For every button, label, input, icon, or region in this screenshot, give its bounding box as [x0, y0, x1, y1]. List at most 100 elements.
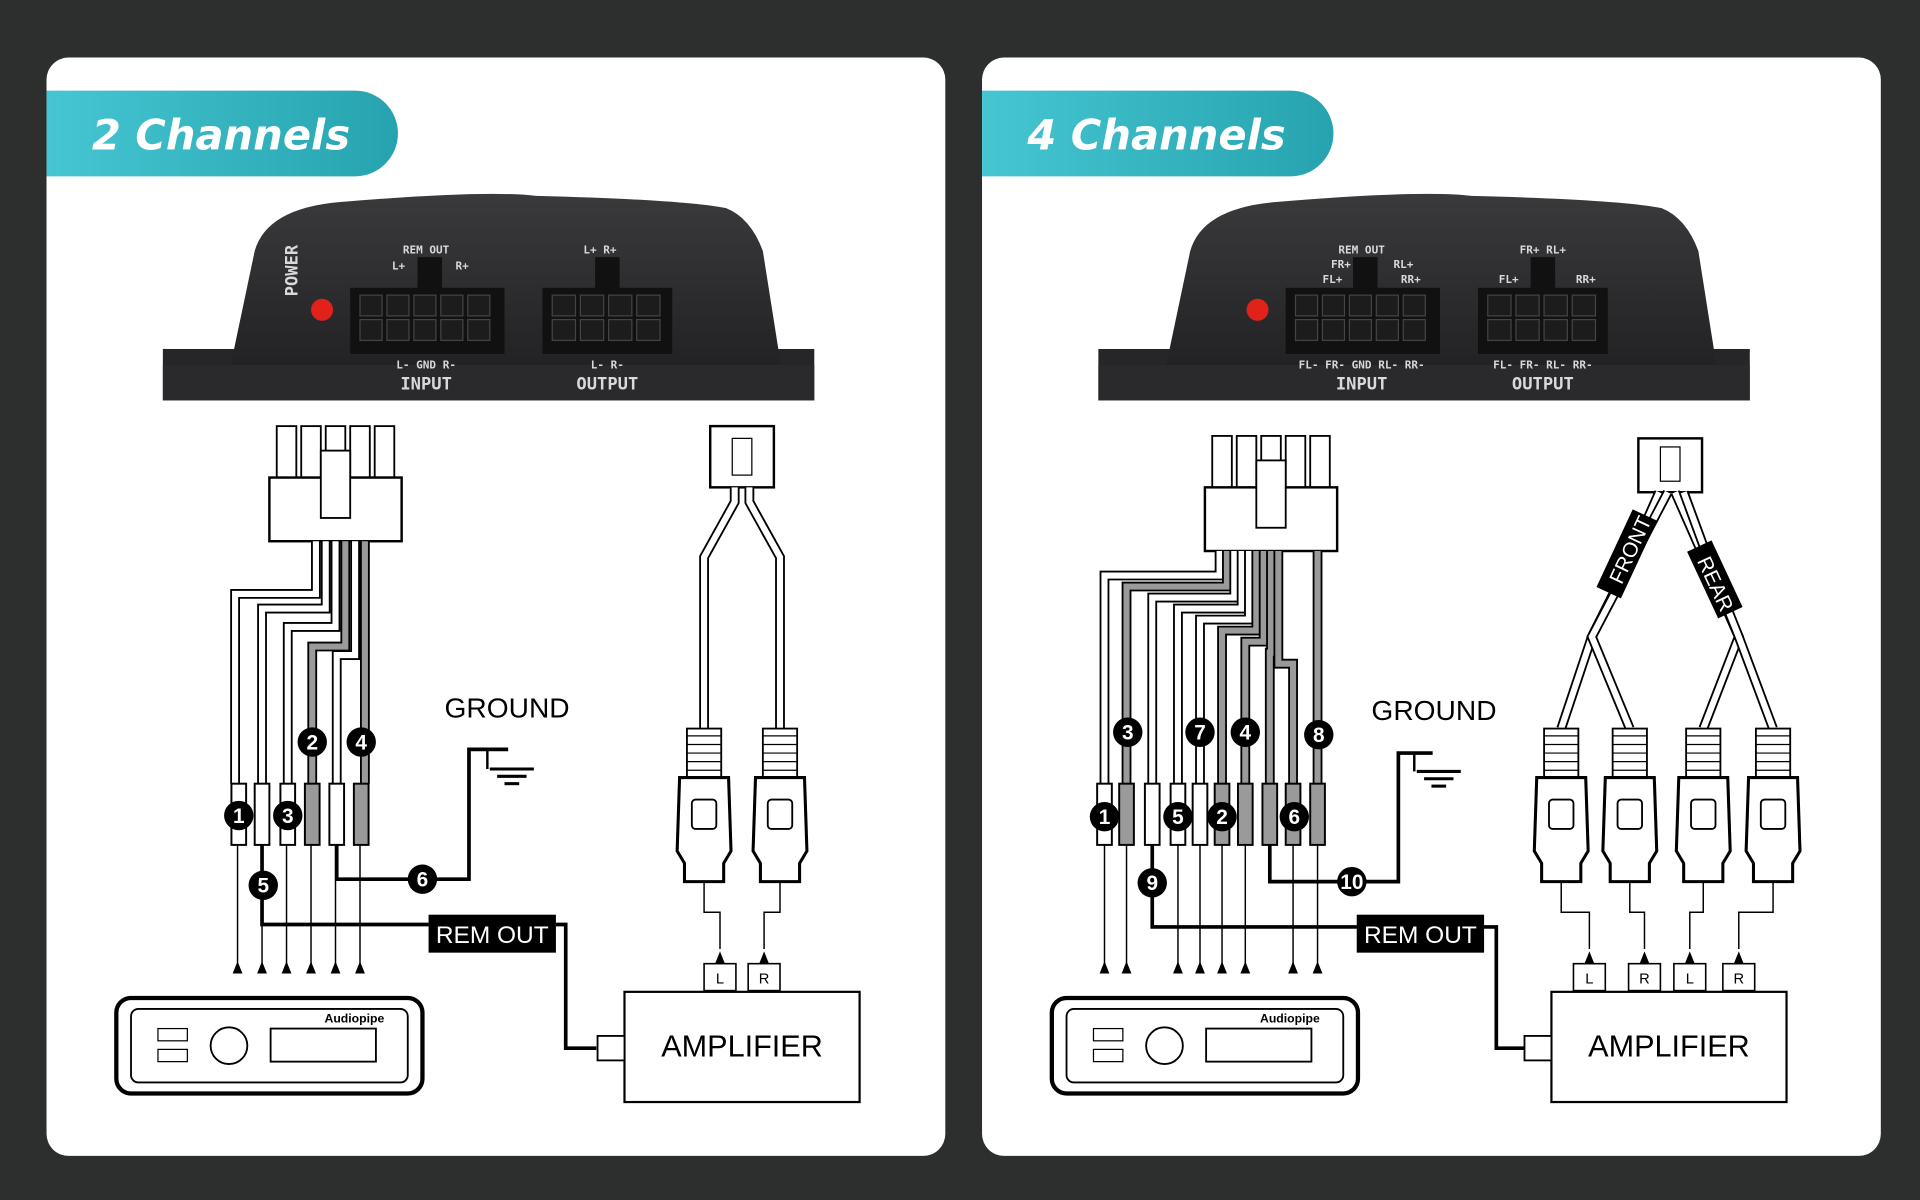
panel-title: 2 Channels	[92, 110, 350, 159]
ground-label: GROUND	[1371, 695, 1496, 726]
arrow-icon	[306, 961, 316, 974]
wire	[333, 541, 359, 784]
output-label-rr-plus: RR+	[1576, 273, 1596, 286]
arrow-icon	[1733, 951, 1744, 964]
wire-number: 8	[1313, 724, 1325, 747]
rem-wire	[1482, 925, 1525, 1050]
ground-wire	[334, 747, 509, 882]
rem-out-label: REM OUT	[1364, 922, 1477, 949]
pin-slot	[551, 318, 577, 342]
wire-number-badge	[407, 864, 438, 894]
amp-rca-input	[703, 962, 737, 992]
device-flange	[1098, 364, 1750, 401]
pin-slot	[440, 318, 464, 342]
wire	[1196, 551, 1253, 784]
output-top-labels: FR+ RL+	[1520, 243, 1567, 256]
pin-slot	[1571, 294, 1597, 317]
pin-slot	[413, 294, 437, 317]
pin-slot	[386, 318, 410, 342]
wire-number: 2	[306, 731, 318, 754]
arrow-icon	[355, 961, 365, 974]
arrow-icon	[330, 961, 341, 974]
wire-number-badge	[297, 727, 327, 757]
wire-number-badge	[1230, 717, 1260, 747]
rca-pin	[1690, 798, 1717, 830]
rca-signal-line	[1560, 881, 1591, 949]
input-label-fr-plus: FR+	[1331, 258, 1351, 271]
wire	[1275, 551, 1297, 784]
ground-wire	[1267, 751, 1433, 884]
arrow-icon	[1099, 961, 1110, 974]
connector-latch	[319, 449, 352, 519]
pin-slot	[1375, 318, 1399, 342]
arrow-icon	[1288, 961, 1298, 974]
ground-label: GROUND	[444, 693, 569, 724]
output-bottom-labels: FL- FR- RL- RR-	[1493, 359, 1592, 372]
pin-slot	[1487, 318, 1512, 342]
wire-number: 6	[417, 869, 429, 892]
arrow-icon	[1195, 961, 1205, 974]
output-bottom-labels: L- R-	[591, 359, 624, 372]
pin-slot	[1515, 294, 1540, 317]
arrow-icon	[232, 961, 243, 974]
wire-number-badge	[224, 800, 254, 831]
pin-slot	[440, 294, 464, 317]
amp-input-label: L	[716, 971, 724, 987]
connector-pin	[1284, 435, 1307, 492]
rca-signal-line	[703, 881, 721, 949]
wire-number-badge	[1113, 717, 1143, 747]
display-screen	[269, 1027, 377, 1063]
input-label-l-plus: L+	[392, 259, 406, 272]
arrow-icon	[1121, 961, 1132, 974]
wire-terminal	[253, 782, 271, 846]
pin-slot	[467, 318, 491, 342]
rca-signal-line	[763, 881, 781, 949]
wire-terminal	[1143, 782, 1161, 846]
rca-signal-line	[1629, 881, 1646, 949]
wire	[1149, 551, 1238, 784]
wire	[232, 541, 319, 784]
title-badge	[982, 90, 1334, 177]
rca-pin	[766, 798, 794, 830]
wire-terminal	[1191, 782, 1209, 846]
input-connector-latch	[1353, 257, 1378, 294]
amp-input-label: R	[759, 971, 770, 987]
rca-pin	[1548, 798, 1575, 830]
arrow-icon	[257, 961, 267, 974]
output-label: OUTPUT	[576, 374, 638, 394]
wire-number-badge	[248, 870, 278, 900]
pin-slot	[636, 318, 661, 342]
next-track-button	[157, 1027, 188, 1042]
wire-number: 5	[257, 875, 269, 898]
arrow-icon	[759, 951, 769, 964]
amp-input-label: L	[1585, 971, 1593, 987]
amp-remote-jack	[596, 1035, 626, 1062]
pin-slot	[1543, 294, 1568, 317]
rca-signal-line	[1738, 881, 1774, 949]
volume-knob	[1145, 1026, 1184, 1065]
rca-pin	[1759, 798, 1787, 830]
input-bottom-labels: FL- FR- GND RL- RR-	[1299, 359, 1425, 372]
output-connector-latch	[595, 257, 620, 294]
wire-number: 10	[1340, 871, 1363, 894]
amp-rca-input	[1722, 962, 1756, 992]
pin-slot	[636, 294, 661, 317]
pin-slot	[1543, 318, 1568, 342]
input-label-rl-plus: RL+	[1393, 258, 1413, 271]
wire	[1123, 551, 1230, 784]
arrow-icon	[715, 951, 725, 964]
power-label: POWER	[283, 244, 303, 296]
input-label-r-plus: R+	[456, 259, 470, 272]
rca-pin	[1616, 798, 1643, 830]
pin-slot	[413, 318, 437, 342]
pin-slot	[1402, 294, 1426, 317]
wire-terminal	[1118, 782, 1135, 846]
wire-number: 7	[1194, 722, 1206, 745]
device-body	[230, 193, 782, 368]
output-label-fl-plus: FL+	[1499, 273, 1519, 286]
pin-slot	[1321, 318, 1346, 342]
wire-number: 5	[1172, 806, 1184, 829]
amp-input-label: R	[1733, 971, 1744, 987]
wire	[1174, 551, 1245, 784]
